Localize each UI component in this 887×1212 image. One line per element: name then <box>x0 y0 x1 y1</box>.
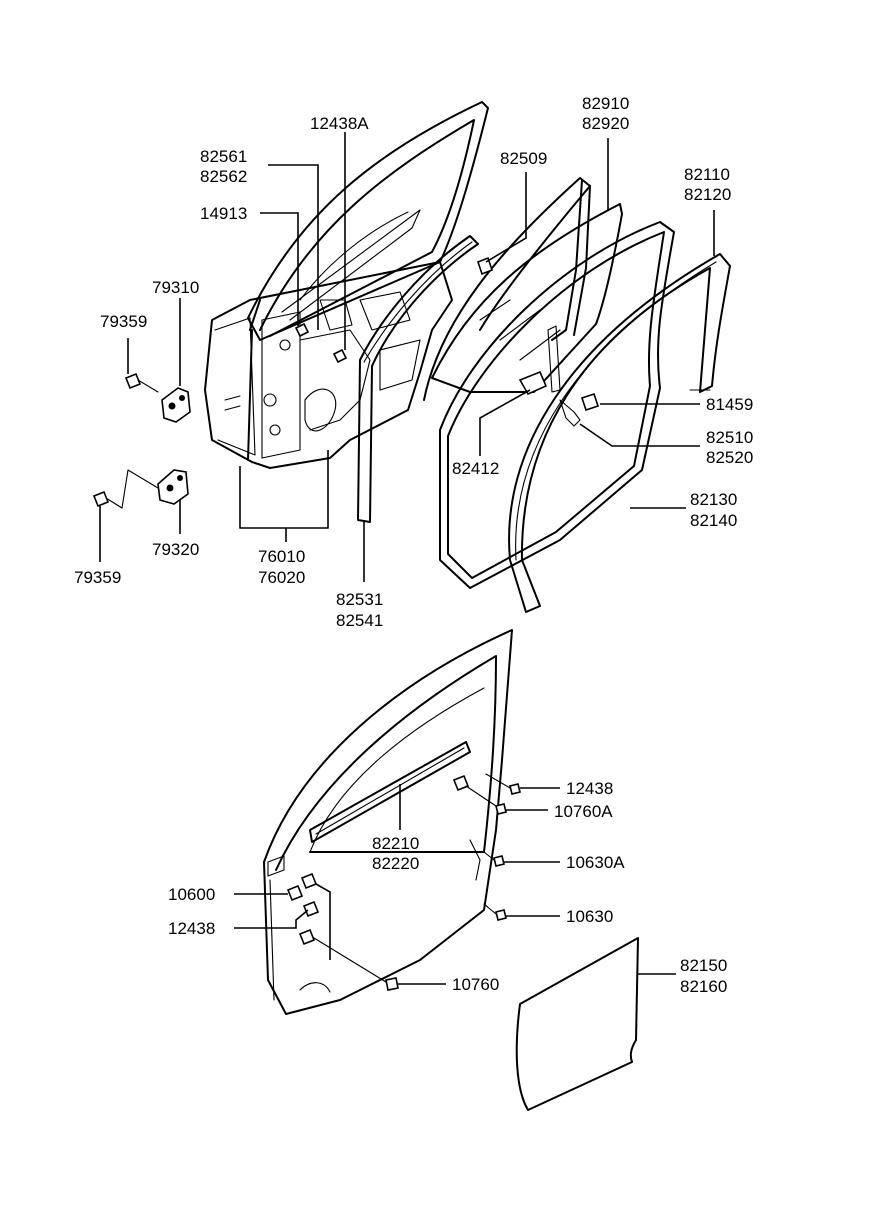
leader-lines <box>99 132 715 985</box>
door-opening-weatherstrip <box>439 221 675 589</box>
door-glass <box>431 203 623 393</box>
label-82510: 82510 <box>706 428 753 447</box>
label-81459: 81459 <box>706 395 753 414</box>
label-82150: 82150 <box>680 956 727 975</box>
label-10630: 10630 <box>566 907 613 926</box>
label-82520: 82520 <box>706 448 753 467</box>
label-82509: 82509 <box>500 149 547 168</box>
belt-moulding <box>309 741 471 843</box>
label-82210: 82210 <box>372 834 419 853</box>
fastener-12438A <box>332 348 348 364</box>
upper-hinge <box>161 387 191 423</box>
side-moulding-panel <box>515 937 639 1111</box>
label-79359-top: 79359 <box>100 312 147 331</box>
label-82160: 82160 <box>680 977 727 996</box>
label-82531: 82531 <box>336 590 383 609</box>
label-82120: 82120 <box>684 185 731 204</box>
label-76020: 76020 <box>258 568 305 587</box>
label-82130: 82130 <box>690 490 737 509</box>
label-82561: 82561 <box>200 147 247 166</box>
label-82110: 82110 <box>684 165 730 184</box>
glass-run <box>423 177 591 401</box>
label-10600: 10600 <box>168 885 215 904</box>
label-82910: 82910 <box>582 94 629 113</box>
label-82562: 82562 <box>200 167 247 186</box>
label-82140: 82140 <box>690 511 737 530</box>
label-82541: 82541 <box>336 611 383 630</box>
door-sash-frame <box>247 101 489 341</box>
label-79310: 79310 <box>152 278 199 297</box>
door-check <box>559 392 600 427</box>
label-82920: 82920 <box>582 114 629 133</box>
lower-hinge <box>157 469 189 505</box>
label-82220: 82220 <box>372 854 419 873</box>
lower-fasteners <box>286 773 521 991</box>
door-inner-panel <box>204 261 453 469</box>
label-82412: 82412 <box>452 459 499 478</box>
label-79320: 79320 <box>152 540 199 559</box>
channel-weatherstrip <box>357 235 479 523</box>
label-12438-right: 12438 <box>566 779 613 798</box>
glass-bracket <box>518 325 561 396</box>
label-79359-bottom: 79359 <box>74 568 121 587</box>
label-12438-left: 12438 <box>168 919 215 938</box>
hinge-bolt-lower <box>92 469 159 509</box>
part-labels: 82910 82920 12438A 82509 82110 82120 825… <box>74 94 753 996</box>
door-outer-panel <box>263 629 513 1015</box>
label-10630A: 10630A <box>566 853 625 872</box>
label-14913: 14913 <box>200 204 247 223</box>
hinge-bolt-upper <box>124 372 159 393</box>
label-12438A: 12438A <box>310 114 369 133</box>
label-76010: 76010 <box>258 547 305 566</box>
label-10760A: 10760A <box>554 802 613 821</box>
fastener-14913 <box>294 322 310 338</box>
label-10760: 10760 <box>452 975 499 994</box>
